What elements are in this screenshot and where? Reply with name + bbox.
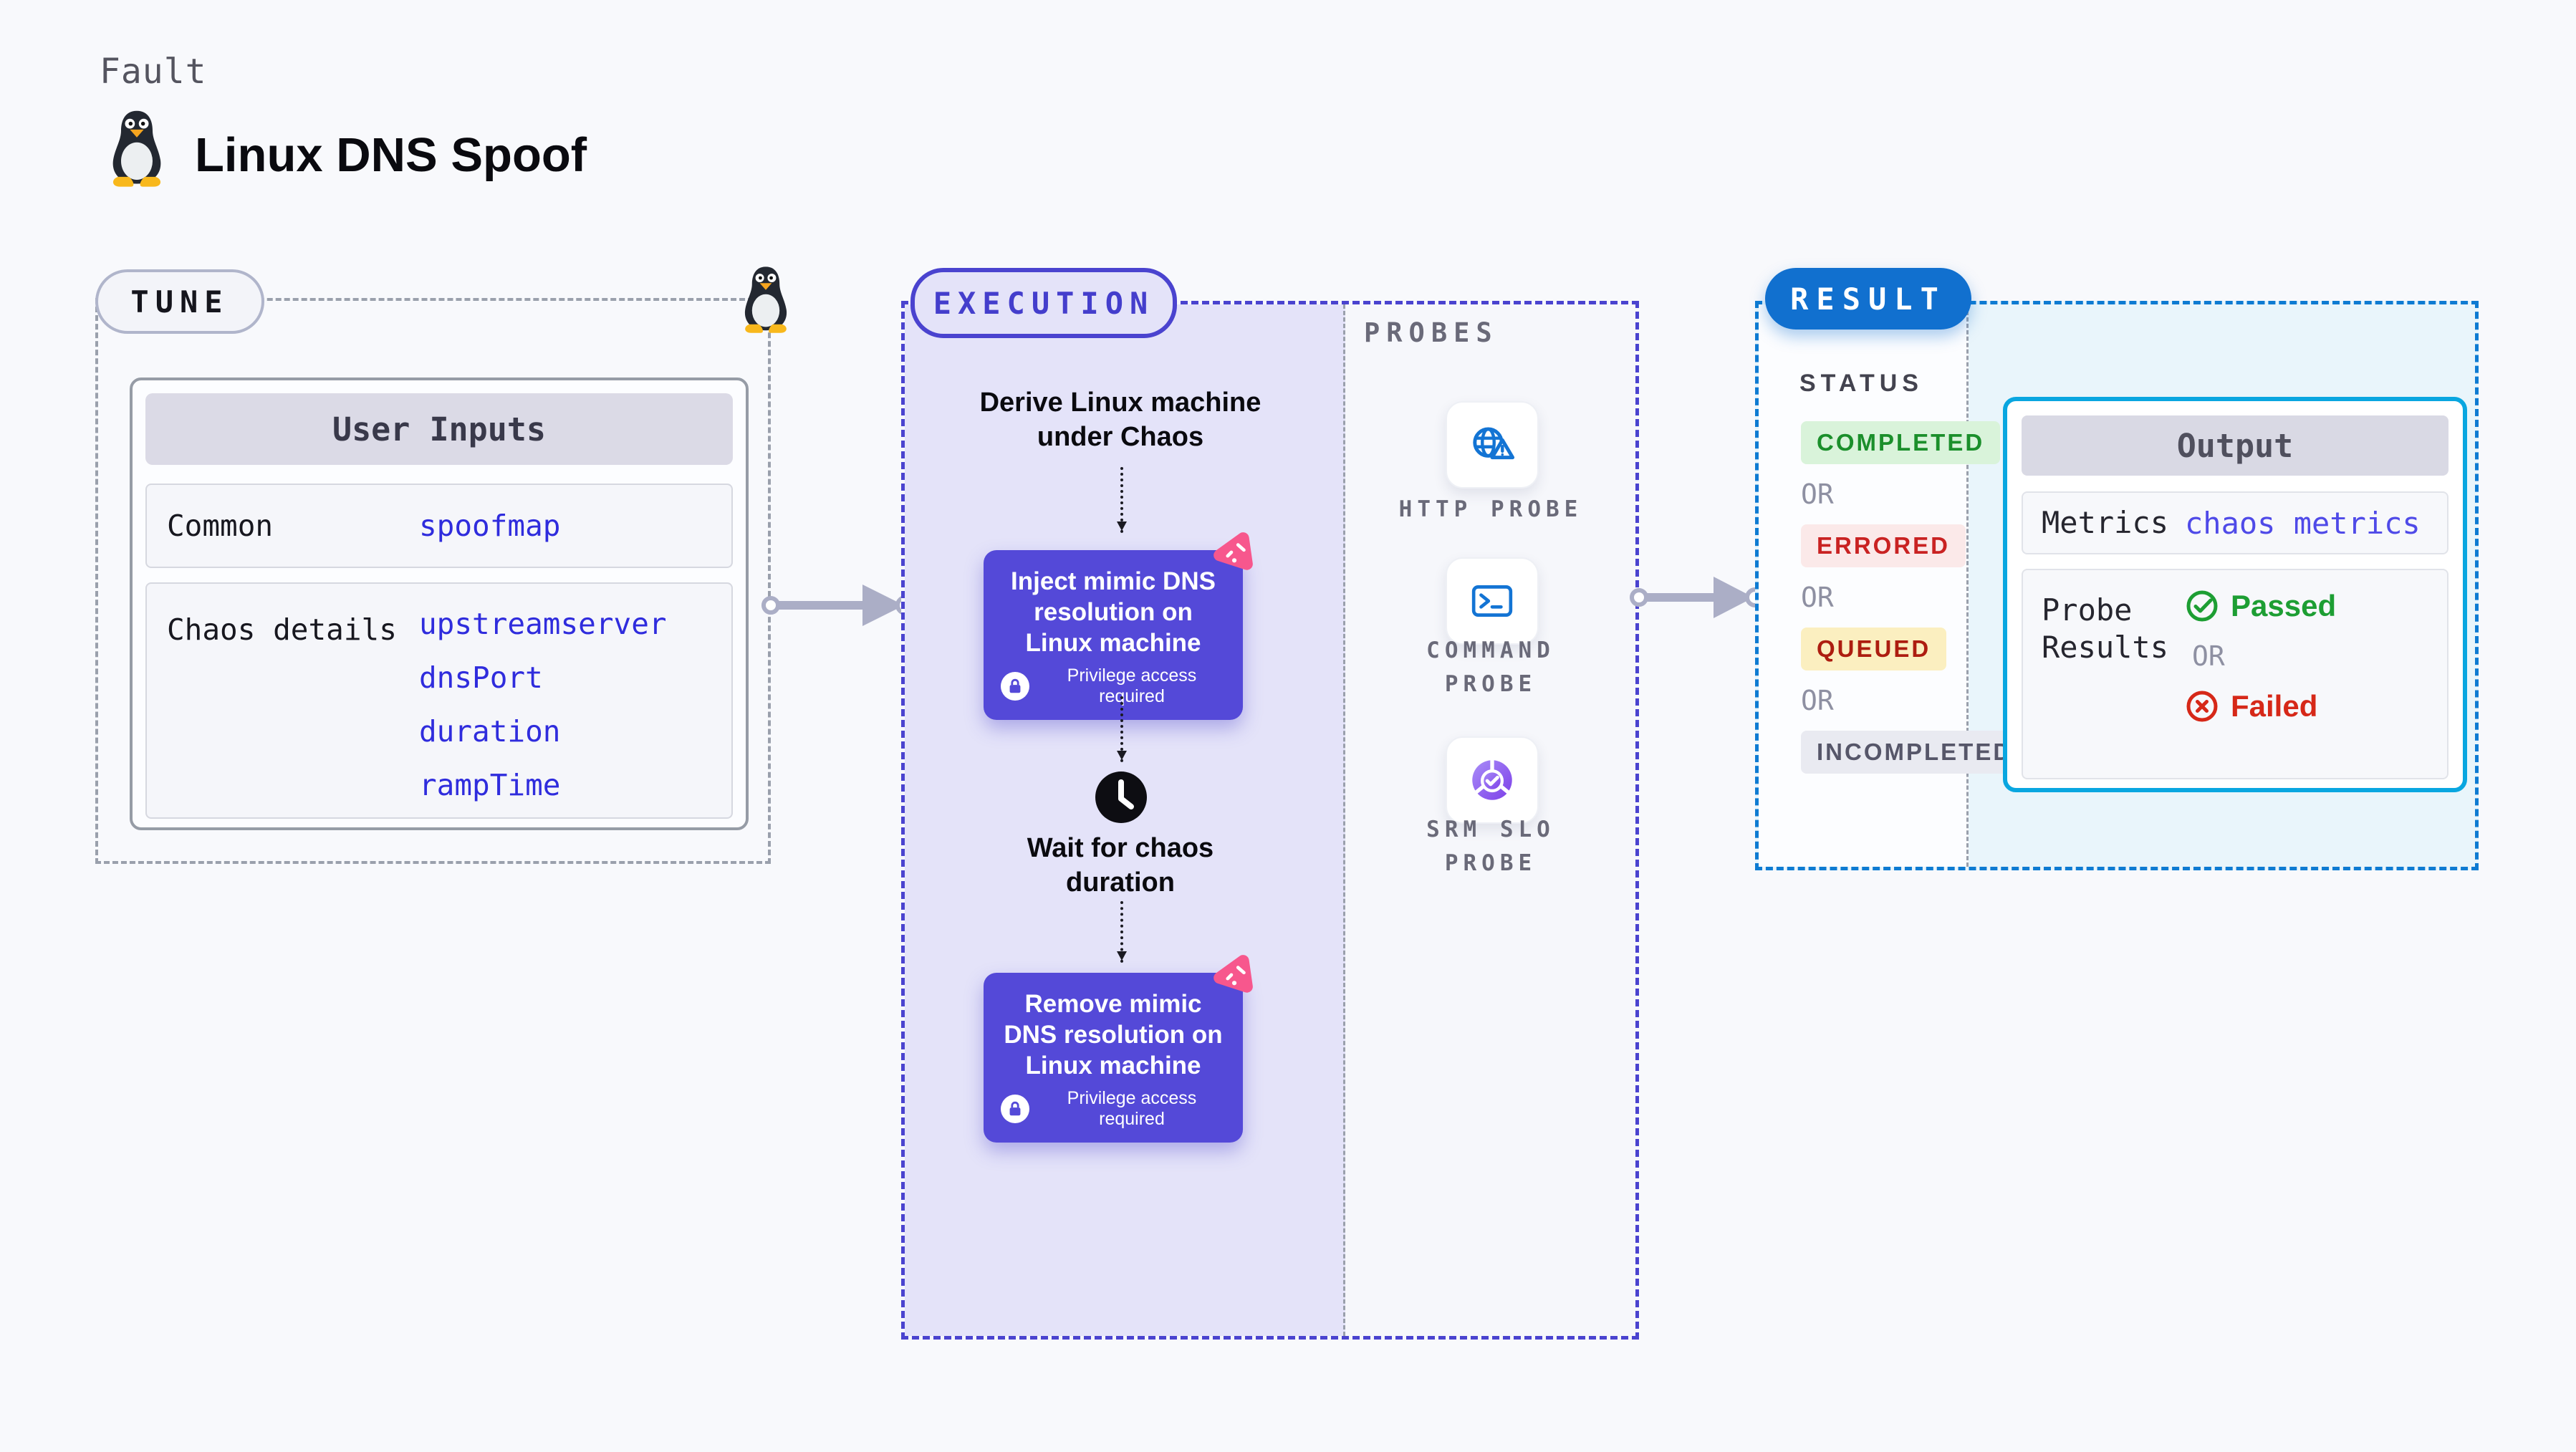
lock-icon — [1001, 1095, 1029, 1123]
link-ramptime[interactable]: rampTime — [419, 768, 561, 802]
page-title: Linux DNS Spoof — [195, 128, 587, 182]
command-probe-label: COMMAND PROBE — [1426, 638, 1555, 697]
derive-step-text: Derive Linux machine under Chaos — [979, 388, 1261, 452]
flow-arrow-down-icon — [1117, 696, 1127, 762]
privilege-note: Privilege access required — [1067, 665, 1197, 706]
check-circle-icon — [2186, 590, 2218, 622]
linux-tux-small-icon — [744, 266, 787, 333]
user-inputs-title: User Inputs — [145, 393, 733, 465]
arrow-execution-to-result — [1630, 577, 1765, 618]
lock-icon — [1001, 672, 1029, 701]
terminal-icon — [1471, 585, 1513, 617]
status-badge-queued: QUEUED — [1801, 628, 1947, 670]
linux-tux-icon — [112, 110, 161, 187]
status-heading: STATUS — [1799, 370, 1923, 397]
inject-node-title: Inject mimic DNS resolution on Linux mac… — [1011, 567, 1216, 657]
probes-section-label: PROBES — [1364, 317, 1499, 348]
tune-section-box — [95, 298, 771, 864]
link-duration[interactable]: duration — [419, 714, 561, 749]
chaos-burst-icon — [1213, 532, 1253, 570]
flow-arrow-down-icon — [1117, 901, 1127, 963]
globe-alert-icon — [1473, 427, 1515, 460]
remove-chaos-node: Remove mimic DNS resolution on Linux mac… — [984, 973, 1243, 1143]
output-title: Output — [2022, 415, 2448, 476]
status-badge-incompleted: INCOMPLETED — [1801, 731, 2029, 774]
user-inputs-row-chaos-details: Chaos details upstreamserver dnsPort dur… — [145, 582, 733, 819]
clock-icon — [1095, 771, 1147, 823]
chaos-burst-icon — [1213, 955, 1253, 993]
privilege-note: Privilege access required — [1067, 1088, 1197, 1129]
or-separator: OR — [2192, 640, 2225, 672]
user-inputs-card: User Inputs Common spoofmap Chaos detail… — [130, 378, 749, 830]
execution-section-box — [901, 301, 1639, 1340]
srm-slo-probe-card[interactable] — [1446, 736, 1539, 824]
chaos-metrics-link[interactable]: chaos metrics — [2185, 505, 2421, 541]
link-spoofmap[interactable]: spoofmap — [419, 509, 561, 543]
row-label: Common — [167, 509, 274, 543]
link-upstreamserver[interactable]: upstreamserver — [419, 607, 667, 641]
link-dnsport[interactable]: dnsPort — [419, 660, 543, 695]
wait-step-text: Wait for chaos duration — [1027, 833, 1214, 898]
metrics-row: Metrics chaos metrics — [2022, 491, 2448, 554]
slo-pie-check-icon — [1472, 758, 1512, 800]
status-badge-errored: ERRORED — [1801, 524, 1966, 567]
http-probe-label: HTTP PROBE — [1398, 496, 1583, 522]
probe-results-label: Probe Results — [2042, 592, 2169, 665]
or-separator: OR — [1801, 582, 1834, 613]
x-circle-icon — [2186, 691, 2218, 722]
metrics-label: Metrics — [2042, 505, 2169, 540]
user-inputs-row-common: Common spoofmap — [145, 484, 733, 568]
flow-arrow-down-icon — [1117, 467, 1127, 533]
failed-label: Failed — [2231, 689, 2318, 723]
srm-slo-probe-label: SRM SLO PROBE — [1426, 817, 1555, 876]
probe-results-row: Probe Results Passed OR Failed — [2022, 569, 2448, 779]
output-card: Output Metrics chaos metrics Probe Resul… — [2003, 397, 2467, 792]
inject-chaos-node: Inject mimic DNS resolution on Linux mac… — [984, 550, 1243, 720]
row-label: Chaos details — [167, 612, 397, 647]
or-separator: OR — [1801, 479, 1834, 510]
tune-section-label: TUNE — [95, 269, 264, 334]
execution-section-label: EXECUTION — [910, 268, 1177, 338]
remove-node-title: Remove mimic DNS resolution on Linux mac… — [1004, 990, 1223, 1080]
arrow-tune-to-execution — [761, 585, 915, 626]
result-section-label: RESULT — [1765, 268, 1971, 330]
status-badge-completed: COMPLETED — [1801, 421, 2001, 464]
passed-label: Passed — [2231, 589, 2337, 622]
command-probe-card[interactable] — [1446, 557, 1539, 645]
fault-kicker: Fault — [100, 52, 207, 92]
or-separator: OR — [1801, 685, 1834, 716]
http-probe-card[interactable] — [1446, 401, 1539, 489]
